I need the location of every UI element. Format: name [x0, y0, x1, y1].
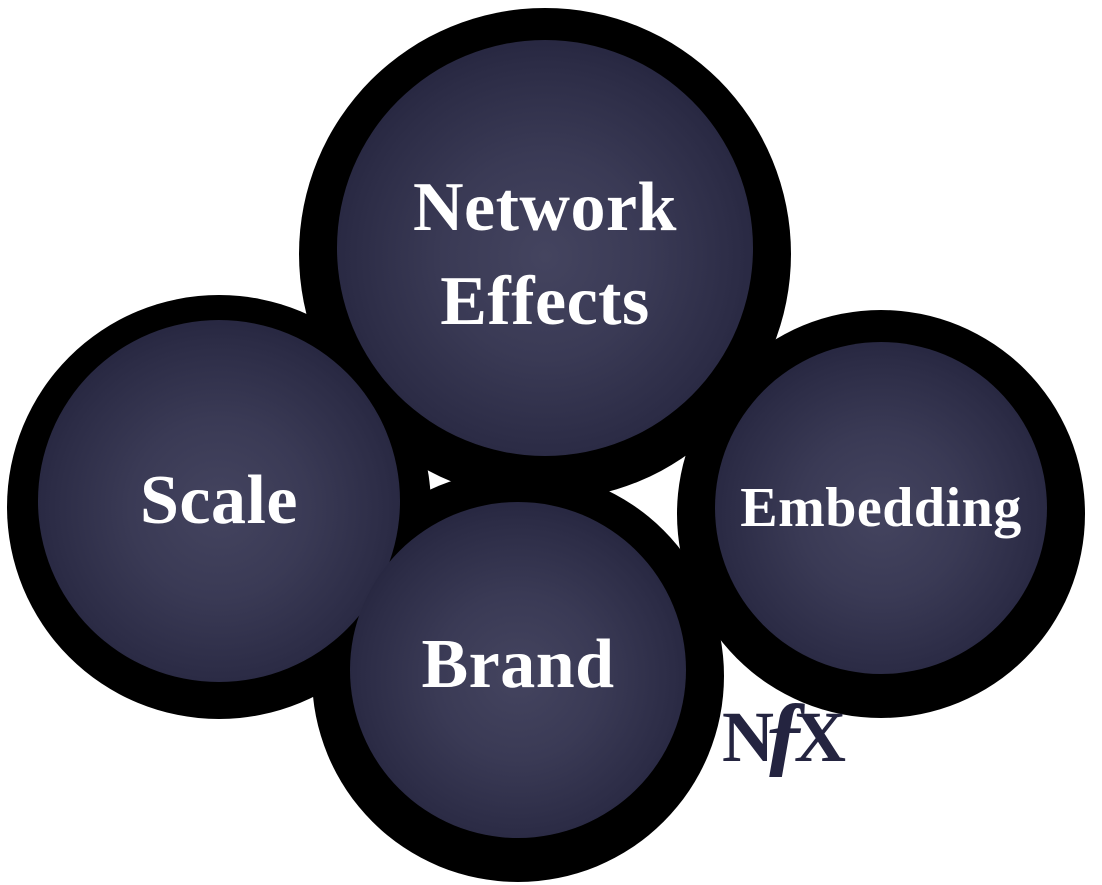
- nfx-logo-letter-f: ƒ: [762, 682, 808, 784]
- network-effects-label-line1: Network: [413, 168, 677, 246]
- circle-brand: Brand: [350, 502, 686, 838]
- nfx-logo-letter-x: X: [794, 697, 846, 777]
- scale-label: Scale: [139, 462, 299, 539]
- nfx-logo: NƒX: [722, 684, 846, 779]
- network-effects-label-line2: Effects: [440, 263, 650, 340]
- nfx-logo-letter-n: N: [722, 697, 774, 777]
- embedding-label: Embedding: [740, 477, 1022, 539]
- network-effects-label: Network Effects: [413, 161, 677, 350]
- circle-scale: Scale: [38, 320, 400, 682]
- circle-network-effects: Network Effects: [337, 40, 753, 456]
- brand-label: Brand: [421, 626, 615, 703]
- circle-embedding: Embedding: [715, 342, 1047, 674]
